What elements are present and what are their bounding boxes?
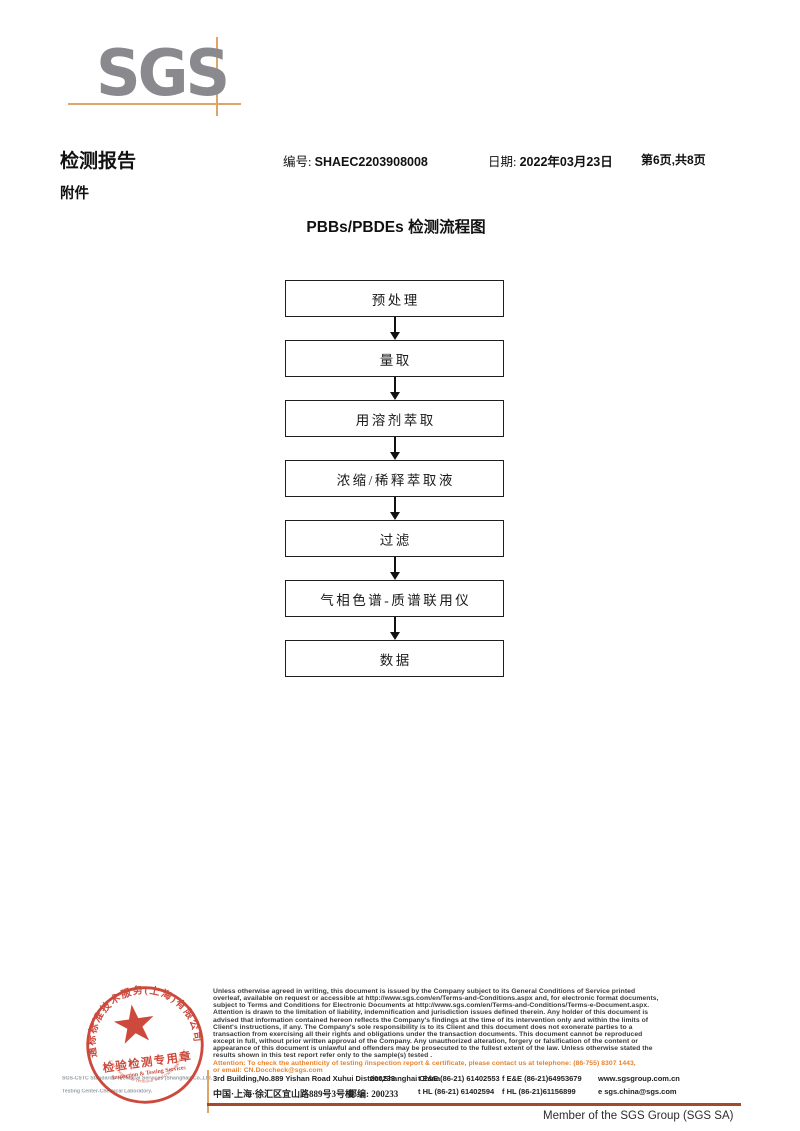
disclaimer-line: results shown in this test report refer … [213,1052,433,1060]
disclaimer-line: except in full, without prior written ap… [213,1038,639,1046]
flow-step-solvent-extraction: 用溶剂萃取 [285,400,504,437]
address-en: 3rd Building,No.889 Yishan Road Xuhui Di… [213,1074,441,1083]
report-title: 检测报告 [60,151,137,172]
sgs-logo: SGS [96,34,230,111]
inspection-seal-stamp: 通标标准技术服务(上海)有限公司 SGS-CSTC Standards Tech… [74,974,204,1104]
email-address: e sgs.china@sgs.com [598,1087,677,1096]
report-date-label: 日期: [488,155,517,169]
address-en-postal: 200233 [370,1074,396,1083]
flow-step-pretreatment: 预处理 [285,280,504,317]
flow-arrow-icon [389,557,400,580]
attachment-label: 附件 [60,186,89,202]
flow-step-gcms: 气相色谱-质谱联用仪 [285,580,504,617]
disclaimer-line: Attention is drawn to the limitation of … [213,1009,649,1017]
footer-rule [207,1103,741,1106]
page-indicator: 第6页,共8页 [641,153,706,167]
seal-star-icon [113,1004,154,1044]
website-url: www.sgsgroup.com.cn [598,1074,680,1083]
flow-arrow-icon [389,617,400,640]
flow-arrow-icon [389,317,400,340]
seal-ring-top-text: 通标标准技术服务(上海)有限公司 [77,976,204,1059]
disclaimer-line: advised that information contained hereo… [213,1016,649,1024]
report-date-value: 2022年03月23日 [519,155,613,169]
flow-step-measure: 量取 [285,340,504,377]
report-number-label: 编号: [283,155,312,169]
flowchart: 预处理 量取 用溶剂萃取 浓缩/稀释萃取液 过滤 气相色谱-质谱联用仪 数据 [285,280,504,677]
seal-ring [86,986,204,1104]
disclaimer-line: Unless otherwise agreed in writing, this… [213,988,636,995]
phone-hl: t HL (86-21) 61402594 [418,1087,495,1096]
stamp-caption-company: SGS-CSTC Standards Technical Services (S… [62,1076,213,1082]
address-cn: 中国·上海·徐汇区宜山路889号3号楼 [213,1089,355,1099]
address-divider-line [207,1070,209,1113]
attention-line: Attention: To check the authenticity of … [213,1059,636,1067]
attention-email-line: or email: CN.Doccheck@sgs.com [213,1066,323,1074]
logo-crosshair-vertical [216,37,218,116]
stamp-caption-lab: Testing Center-Chemical Laboratory. [62,1089,153,1095]
fax-hl: f HL (86-21)61156899 [502,1087,576,1096]
flow-arrow-icon [389,497,400,520]
phone-ee: t E&E (86-21) 61402553 [418,1074,500,1083]
disclaimer-line: Client's instructions, if any. The Compa… [213,1023,633,1031]
flow-step-filter: 过滤 [285,520,504,557]
disclaimer-line: overleaf, available on request or access… [213,995,659,1003]
logo-crosshair-horizontal [68,103,241,105]
flow-arrow-icon [389,377,400,400]
disclaimer-block: Unless otherwise agreed in writing, this… [213,988,725,1074]
disclaimer-line: appearance of this document is unlawful … [213,1045,653,1053]
fax-ee: f E&E (86-21)64953679 [502,1074,582,1083]
sgs-member-text: Member of the SGS Group (SGS SA) [543,1110,734,1122]
report-number: 编号: SHAEC2203908008 [283,151,428,170]
flowchart-title: PBBs/PBDEs 检测流程图 [306,219,486,236]
report-date: 日期: 2022年03月23日 [488,151,613,170]
report-number-value: SHAEC2203908008 [314,155,428,169]
disclaimer-line: subject to Terms and Conditions for Elec… [213,1002,650,1010]
flow-step-concentrate-dilute: 浓缩/稀释萃取液 [285,460,504,497]
flow-step-data: 数据 [285,640,504,677]
disclaimer-line: transaction from exercising all their ri… [213,1030,643,1038]
flow-arrow-icon [389,437,400,460]
address-cn-postal: 邮编: 200233 [348,1089,399,1099]
